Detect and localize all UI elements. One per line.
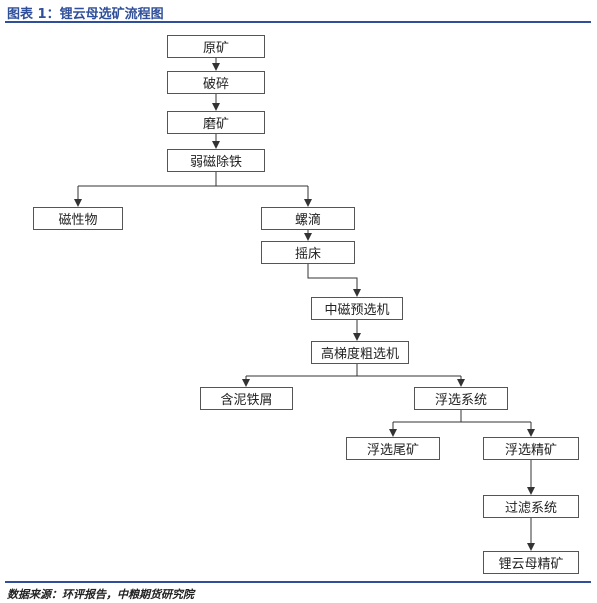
node-raw-ore: 原矿 xyxy=(167,35,265,58)
node-weak-magnetic-iron-removal: 弱磁除铁 xyxy=(167,149,265,172)
node-crushing: 破碎 xyxy=(167,71,265,94)
node-medium-magnetic-preselector: 中磁预选机 xyxy=(311,297,403,320)
node-flotation-system: 浮选系统 xyxy=(414,387,508,410)
edge-yaochuang-zhongci xyxy=(307,264,361,297)
node-flotation-tailings: 浮选尾矿 xyxy=(346,437,440,460)
node-high-gradient-rougher: 高梯度粗选机 xyxy=(311,341,409,364)
source-note: 数据来源：环评报告，中粮期货研究院 xyxy=(7,588,194,601)
footer-rule xyxy=(5,581,591,583)
node-magnetic-material: 磁性物 xyxy=(33,207,123,230)
node-muddy-iron-scrap: 含泥铁屑 xyxy=(200,387,293,410)
node-spiral: 螺滴 xyxy=(261,207,355,230)
node-shaking-table: 摇床 xyxy=(261,241,355,264)
node-grinding: 磨矿 xyxy=(167,111,265,134)
node-lepidolite-concentrate: 锂云母精矿 xyxy=(483,551,579,574)
figure-title: 图表 1：锂云母选矿流程图 xyxy=(7,7,164,22)
header-rule xyxy=(5,21,591,23)
node-flotation-concentrate: 浮选精矿 xyxy=(483,437,579,460)
node-filtration-system: 过滤系统 xyxy=(483,495,579,518)
